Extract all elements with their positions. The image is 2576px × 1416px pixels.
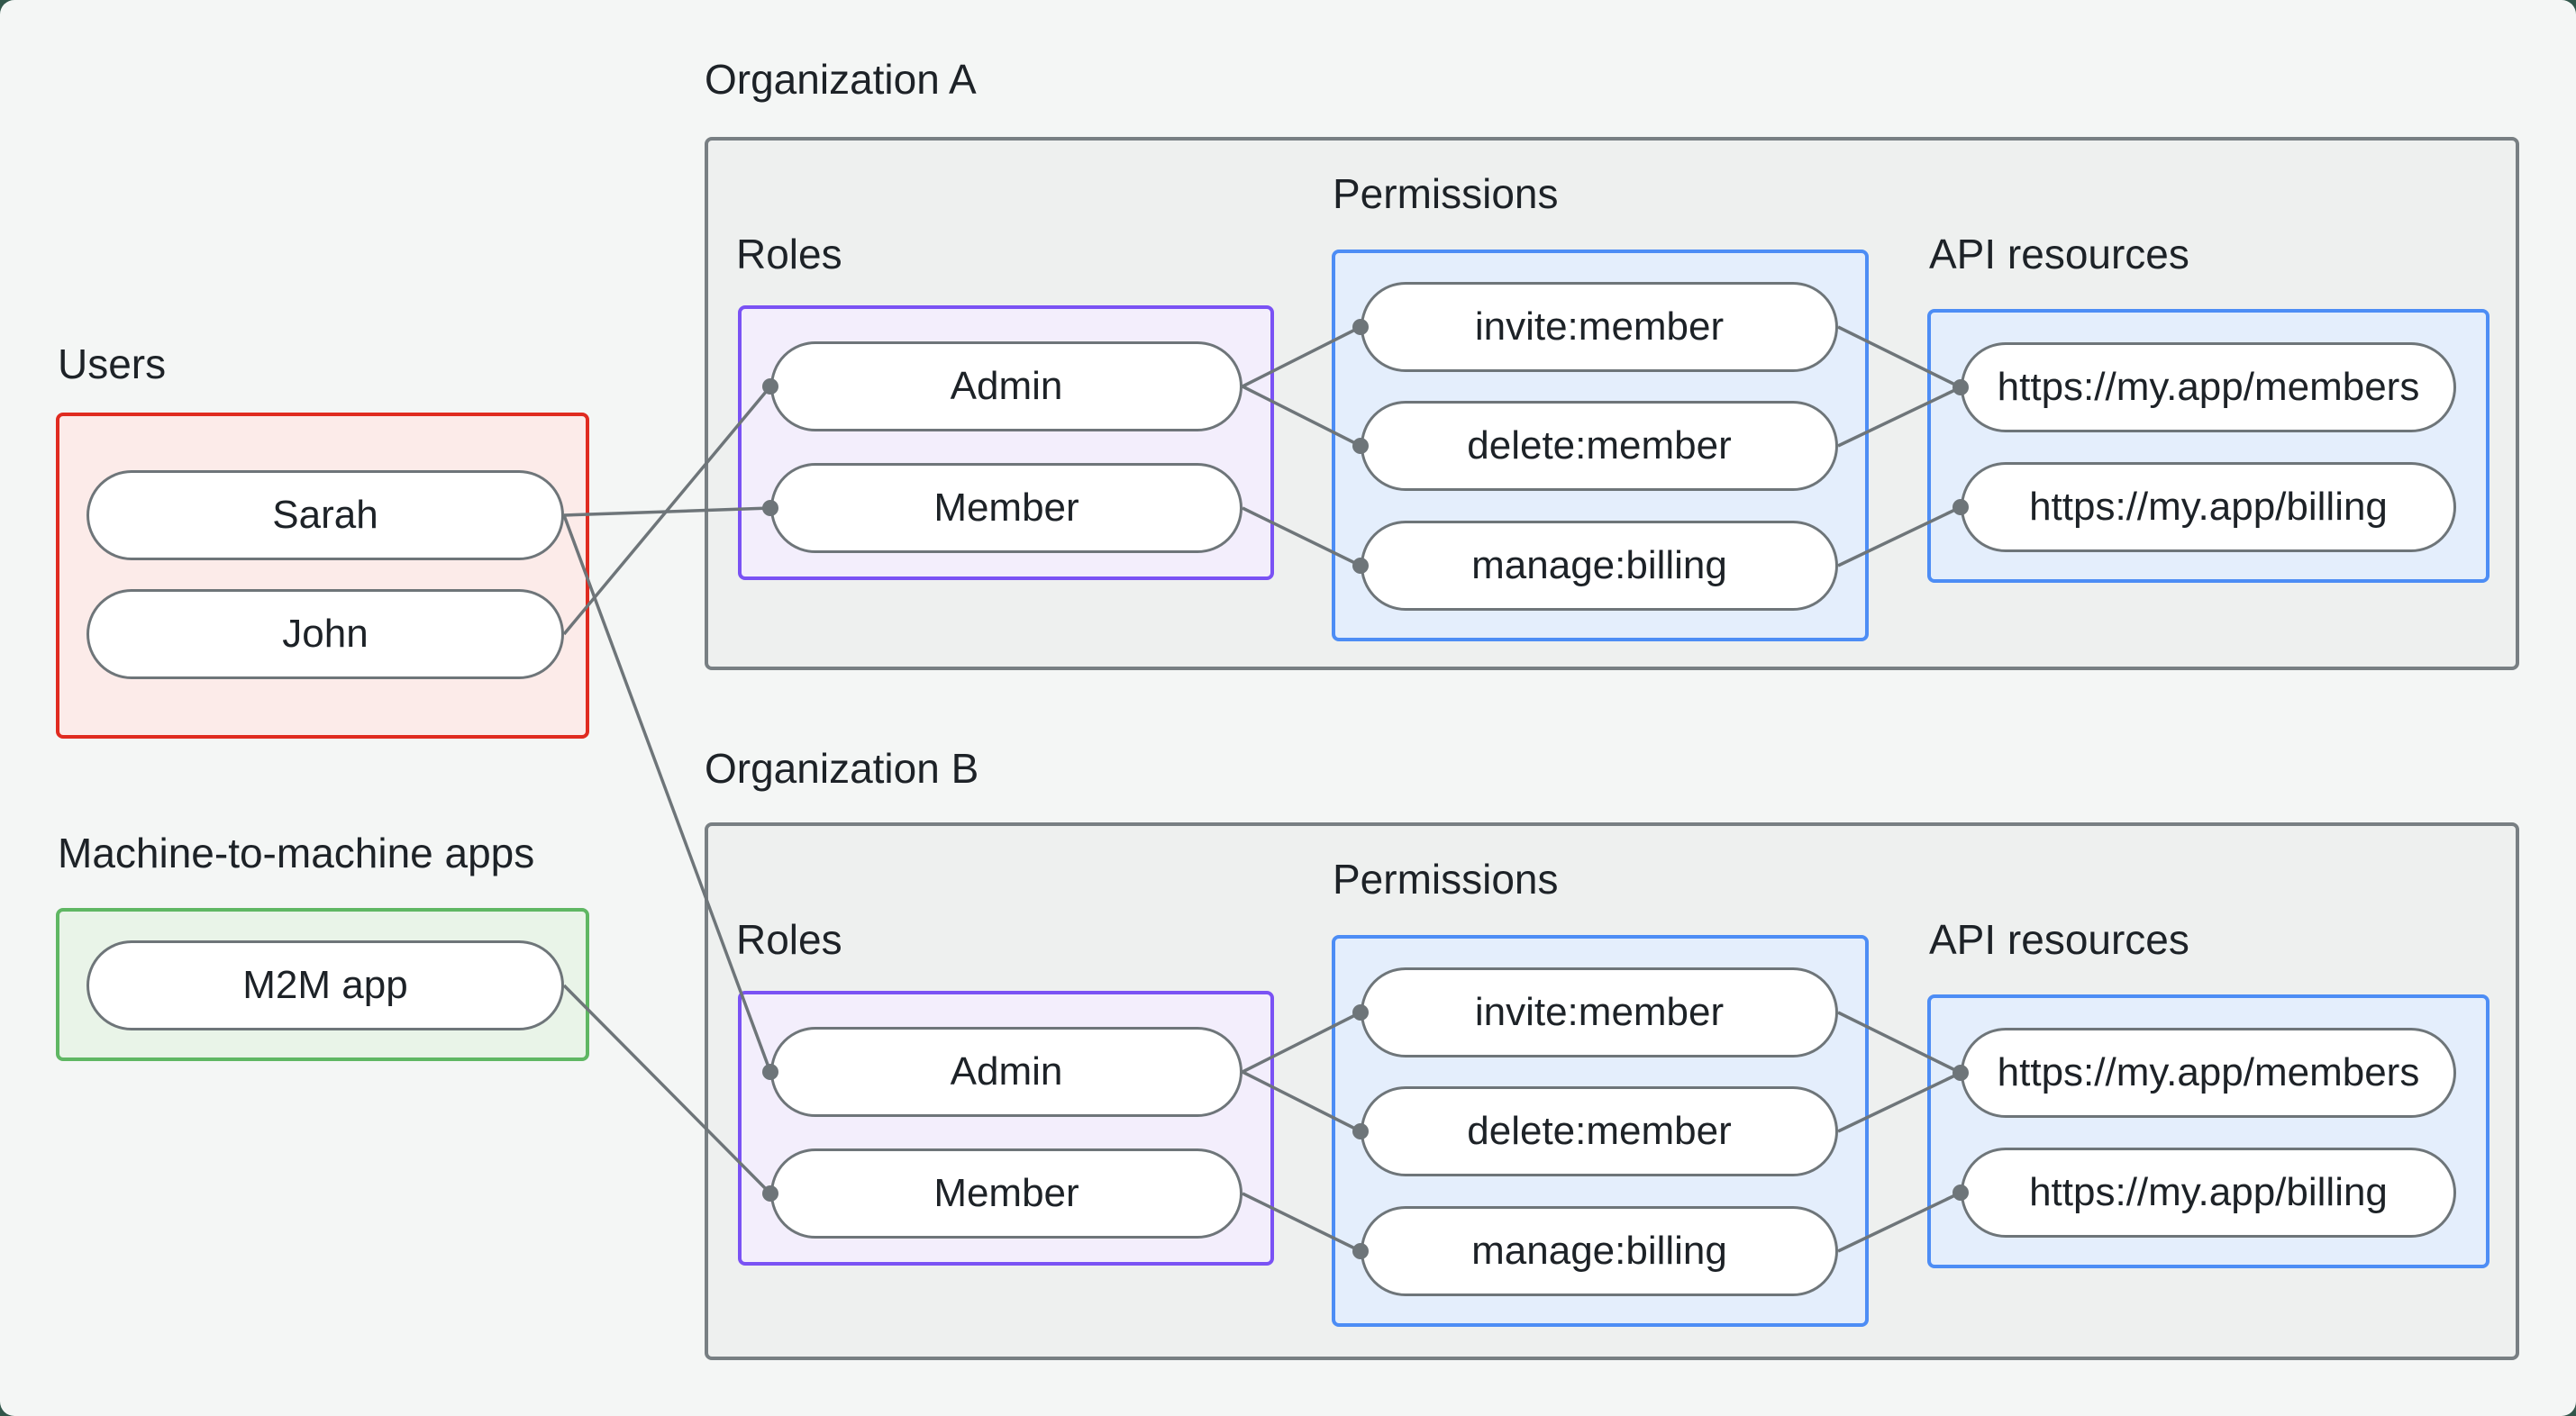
node-orgB-role-member: Member: [770, 1148, 1242, 1239]
node-orgB-role-admin-label: Admin: [950, 1049, 1063, 1094]
node-orgA-role-admin-label: Admin: [950, 364, 1063, 408]
node-orgB-api-billing: https://my.app/billing: [1961, 1148, 2456, 1238]
node-orgA-perm-invite: invite:member: [1361, 282, 1838, 372]
orgA-api-label: API resources: [1929, 231, 2189, 277]
users-group-title: Users: [58, 340, 167, 387]
orgB-roles-label: Roles: [736, 916, 842, 963]
node-orgA-api-billing-label: https://my.app/billing: [2029, 485, 2388, 529]
node-orgB-perm-manage: manage:billing: [1361, 1206, 1838, 1296]
orgB-title: Organization B: [705, 745, 979, 792]
node-orgB-perm-invite-label: invite:member: [1474, 990, 1725, 1034]
node-orgA-role-admin: Admin: [770, 341, 1242, 431]
node-user-john-label: John: [282, 612, 369, 656]
node-m2m-app: M2M app: [86, 940, 564, 1030]
node-orgA-perm-delete: delete:member: [1361, 401, 1838, 491]
node-orgB-role-member-label: Member: [933, 1171, 1079, 1215]
node-orgB-role-admin: Admin: [770, 1027, 1242, 1117]
node-orgA-role-member-label: Member: [933, 486, 1079, 530]
orgB-permissions-label: Permissions: [1333, 856, 1559, 903]
node-orgB-perm-invite: invite:member: [1361, 967, 1838, 1057]
node-orgA-perm-delete-label: delete:member: [1467, 423, 1732, 467]
orgA-permissions-label: Permissions: [1333, 170, 1559, 217]
node-m2m-app-label: M2M app: [242, 963, 408, 1007]
node-orgB-api-members-label: https://my.app/members: [1997, 1050, 2420, 1094]
node-orgA-api-billing: https://my.app/billing: [1961, 462, 2456, 552]
orgA-roles-label: Roles: [736, 231, 842, 277]
node-orgA-perm-manage-label: manage:billing: [1471, 543, 1727, 587]
node-orgB-api-billing-label: https://my.app/billing: [2029, 1170, 2388, 1214]
node-orgA-api-members: https://my.app/members: [1961, 342, 2456, 432]
node-orgA-api-members-label: https://my.app/members: [1997, 365, 2420, 409]
node-user-sarah-label: Sarah: [272, 493, 378, 537]
users-group-box: [56, 413, 589, 739]
orgA-title: Organization A: [705, 56, 977, 103]
orgB-api-label: API resources: [1929, 916, 2189, 963]
node-orgA-role-member: Member: [770, 463, 1242, 553]
m2m-group-title: Machine-to-machine apps: [58, 830, 535, 876]
node-orgB-perm-manage-label: manage:billing: [1471, 1229, 1727, 1273]
node-orgA-perm-manage: manage:billing: [1361, 521, 1838, 611]
node-orgB-perm-delete-label: delete:member: [1467, 1109, 1732, 1153]
node-user-john: John: [86, 589, 564, 679]
node-orgA-perm-invite-label: invite:member: [1474, 304, 1725, 349]
node-orgB-api-members: https://my.app/members: [1961, 1028, 2456, 1118]
node-user-sarah: Sarah: [86, 470, 564, 560]
node-orgB-perm-delete: delete:member: [1361, 1086, 1838, 1176]
